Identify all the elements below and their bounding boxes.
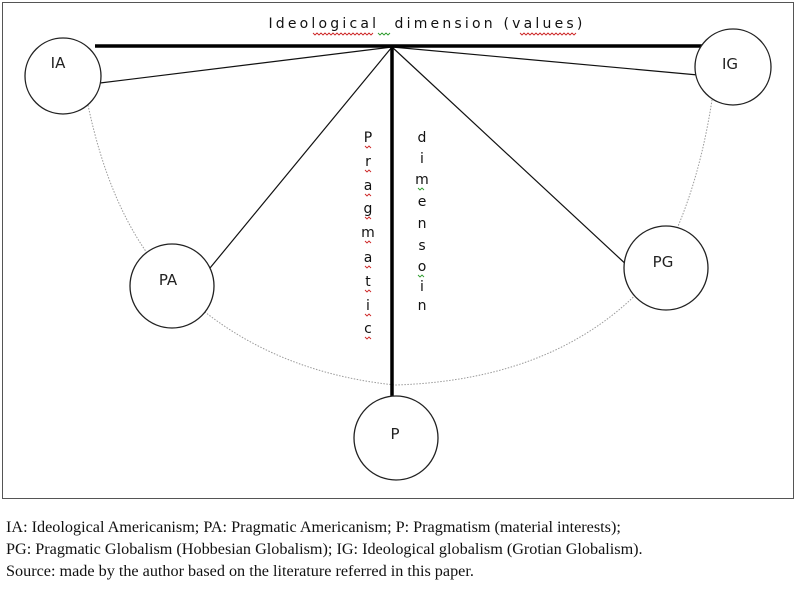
node-pa-label: PA (159, 271, 178, 289)
dotted-arc (87, 99, 713, 386)
dimension-letter: m (415, 172, 429, 188)
connector-apex-pg (391, 46, 631, 269)
dimension-vertical-label: d i m e n s o i n (415, 130, 429, 314)
connector-apex-ia (99, 46, 393, 84)
pragmatic-letter: m (361, 225, 375, 241)
pragmatic-letter: t (365, 274, 371, 290)
node-ia-label: IA (51, 54, 66, 72)
pragmatic-vertical-label: P r a g m a t i c (361, 130, 375, 340)
node-p-label: P (390, 425, 399, 443)
dimension-letter: n (418, 216, 427, 232)
figure-caption: IA: Ideological Americanism; PA: Pragmat… (6, 516, 798, 582)
node-pa-circle (129, 243, 215, 329)
ideological-dimension-title: Ideological dimension (values) (268, 16, 585, 32)
spellcheck-underline-values (519, 32, 577, 36)
dimension-letter: o (418, 259, 427, 275)
dimension-letter: i (420, 279, 424, 295)
grammar-underline (377, 32, 391, 36)
pragmatic-letter: c (364, 321, 372, 337)
node-ig-circle (694, 28, 772, 106)
node-pg-circle (623, 225, 709, 311)
pragmatic-letter: r (365, 154, 371, 170)
node-ig-label: IG (722, 55, 738, 73)
node-p-circle (353, 395, 439, 481)
caption-legend-line-2: PG: Pragmatic Globalism (Hobbesian Globa… (6, 540, 643, 558)
connector-apex-ig (391, 46, 699, 76)
diagram-canvas: IA IG PA PG P Ideological dimension (val… (24, 16, 772, 481)
caption-legend-line-1: IA: Ideological Americanism; PA: Pragmat… (6, 518, 621, 536)
caption-source-line: Source: made by the author based on the … (6, 562, 474, 580)
pragmatic-letter: a (364, 178, 373, 194)
dimension-letter: e (418, 194, 427, 210)
dimension-letter: s (418, 238, 425, 254)
pragmatic-letter: a (364, 250, 373, 266)
connector-apex-pa (209, 46, 393, 269)
dimension-letter: i (420, 151, 424, 167)
node-pg-label: PG (653, 253, 674, 271)
dimension-letter: d (418, 130, 427, 146)
pragmatic-letter: g (364, 201, 373, 217)
pragmatic-letter: i (366, 298, 370, 314)
spellcheck-underline (312, 32, 374, 36)
pragmatic-letter: P (364, 130, 372, 146)
dimension-letter: n (418, 298, 427, 314)
grammar-underline-dimension (417, 187, 425, 278)
spellcheck-underline-pragmatic (364, 145, 372, 340)
node-ia-circle (24, 37, 102, 115)
